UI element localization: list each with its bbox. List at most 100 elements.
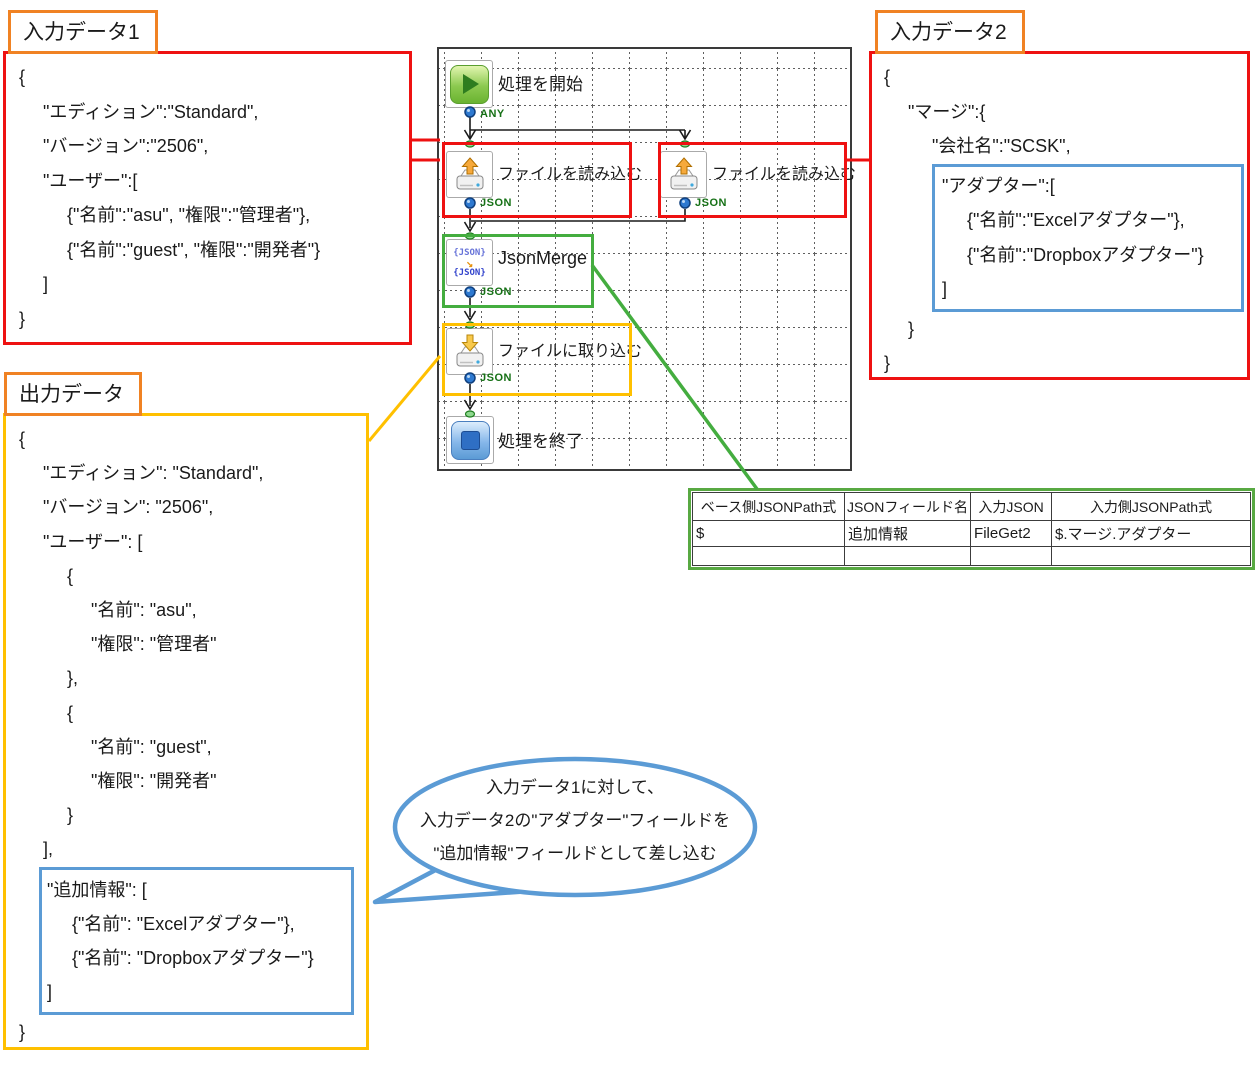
start-node[interactable] (445, 60, 493, 108)
json-merge-label: JsonMerge (498, 248, 588, 268)
table-row: $ 追加情報 FileGet2 $.マージ.アダプター (692, 520, 1251, 547)
speech-bubble-text: 入力データ1に対して、入力データ2の"アダプター"フィールドを "追加情報"フィー… (405, 771, 745, 870)
json-line: "ユーザー": [ (43, 531, 143, 552)
input2-label: 入力データ2 (875, 10, 1025, 54)
bubble-line: 入力データ1に対して、 (485, 778, 665, 797)
table-body: $ 追加情報 FileGet2 $.マージ.アダプター (692, 520, 1251, 566)
arrowhead (463, 399, 477, 411)
json-line: {"名前": "Dropboxアダプター"} (72, 948, 314, 969)
arrowhead (463, 310, 477, 322)
json-line: {"名前":"guest", "権限":"開発者"} (67, 239, 321, 260)
input2-json-box: { "マージ":{ "会社名":"SCSK", "アダプター":[ {"名前":"Ex… (869, 51, 1250, 380)
end-node-label: 処理を終了 (498, 432, 583, 451)
json-line: } (884, 353, 891, 373)
json-line: "エディション": "Standard", (43, 463, 264, 484)
start-play-icon (449, 64, 489, 104)
workflow-canvas: 処理を開始 ANY ファイルを読み込む JSON ファイルを読み込む (437, 47, 856, 471)
table-cell (692, 546, 845, 566)
table-row (692, 546, 1251, 566)
file-read-right-label: ファイルを読み込む (712, 166, 857, 183)
start-node-label: 処理を開始 (498, 75, 583, 94)
end-node[interactable] (446, 416, 494, 464)
file-read-right-highlight (658, 142, 847, 218)
read-right-to-merge-line (471, 209, 686, 222)
file-write-port-label: JSON (480, 372, 512, 384)
table-cell (970, 546, 1053, 566)
file-write-highlight (442, 323, 632, 396)
table-cell (1051, 546, 1251, 566)
table-cell: 追加情報 (843, 520, 972, 547)
file-read-left-highlight (442, 142, 632, 218)
table-header-cell: ベース側JSONPath式 (692, 492, 845, 521)
yellow-connector (367, 355, 442, 442)
json-line: { (67, 565, 74, 586)
json-line: { (67, 702, 74, 723)
start-branch-line (469, 117, 686, 138)
input2-json-pre: { "マージ":{ "会社名":"SCSK", (884, 60, 1243, 164)
table-cell: $ (692, 520, 845, 547)
json-line: {"名前": "Excelアダプター"}, (72, 913, 295, 934)
json-line: } (908, 318, 915, 339)
input1-json-box: { "エディション":"Standard", "バージョン":"2506", "ユーザ… (3, 51, 412, 345)
json-line: "追加情報": [ (47, 879, 147, 900)
json-line: "会社名":"SCSK", (932, 136, 1071, 156)
bubble-line: 入力データ2の"アダプター"フィールドを (419, 811, 731, 830)
output-json-box: { "エディション": "Standard", "バージョン": "2506", "ユ… (3, 413, 369, 1050)
input2-json-post: }} (884, 312, 1243, 381)
file-write-node[interactable] (446, 328, 493, 375)
output-addinfo-highlight-box: "追加情報": [ {"名前": "Excelアダプター"}, {"名前": "Dr… (39, 866, 354, 1016)
output-port-dots (464, 106, 691, 384)
json-line: {"名前":"asu", "権限":"管理者"}, (67, 205, 311, 225)
file-read-icon (670, 156, 697, 189)
json-line: "アダプター":[ (942, 175, 1055, 196)
json-line: {"名前":"Excelアダプター"}, (967, 210, 1185, 230)
json-merge-icon: {JSON} ↘ {JSON} (453, 247, 486, 278)
json-line: } (19, 1022, 26, 1043)
table-header-cell: 入力JSON (970, 492, 1053, 521)
input1-label: 入力データ1 (8, 10, 158, 54)
table-cell: $.マージ.アダプター (1051, 520, 1251, 547)
json-line: ] (43, 274, 49, 294)
json-line: } (19, 308, 26, 329)
output-json-post: } (19, 1015, 362, 1049)
table-cell (843, 546, 972, 566)
json-line: "権限": "管理者" (91, 634, 217, 655)
json-line: } (67, 805, 74, 826)
output-json-pre: { "エディション": "Standard", "バージョン": "2506", "ユ… (19, 422, 362, 867)
file-read-right-port-label: JSON (695, 197, 727, 209)
output-label: 出力データ (4, 372, 142, 416)
json-line: { (19, 429, 26, 449)
arrowhead (678, 129, 692, 141)
json-line: ], (43, 839, 54, 860)
json-line: "エディション":"Standard", (43, 101, 259, 122)
json-merge-port-label: JSON (480, 286, 512, 298)
bubble-line: "追加情報"フィールドとして差し込む (433, 844, 717, 863)
end-stop-icon (450, 420, 490, 460)
merge-arrow-icon: ↘ (465, 255, 474, 270)
json-line: {"名前":"Dropboxアダプター"} (967, 244, 1204, 265)
json-line: { (884, 67, 891, 87)
file-write-icon (456, 334, 483, 366)
json-line: "バージョン": "2506", (43, 497, 214, 518)
arrowhead (463, 129, 477, 141)
json-line: ] (942, 279, 948, 299)
json-line: "バージョン":"2506", (43, 136, 209, 156)
file-read-icon (456, 156, 483, 189)
table-header-cell: JSONフィールド名 (843, 492, 972, 521)
table-cell: FileGet2 (970, 520, 1053, 547)
json-line: "ユーザー":[ (43, 170, 138, 191)
input2-adapter-highlight-box: "アダプター":[ {"名前":"Excelアダプター"}, {"名前":"Drop… (932, 163, 1244, 312)
json-line: { (19, 67, 26, 87)
json-line: ] (47, 982, 53, 1003)
json-line: "権限": "開発者" (91, 771, 217, 792)
json-line: "マージ":{ (908, 101, 986, 122)
file-read-left-label: ファイルを読み込む (498, 166, 643, 183)
input1-json-lines: { "エディション":"Standard", "バージョン":"2506", "ユーザ… (19, 60, 405, 336)
table-header-cell: 入力側JSONPath式 (1051, 492, 1251, 521)
json-line: "名前": "asu", (91, 600, 197, 621)
file-read-right-node[interactable] (660, 151, 707, 198)
file-read-left-node[interactable] (446, 151, 493, 198)
